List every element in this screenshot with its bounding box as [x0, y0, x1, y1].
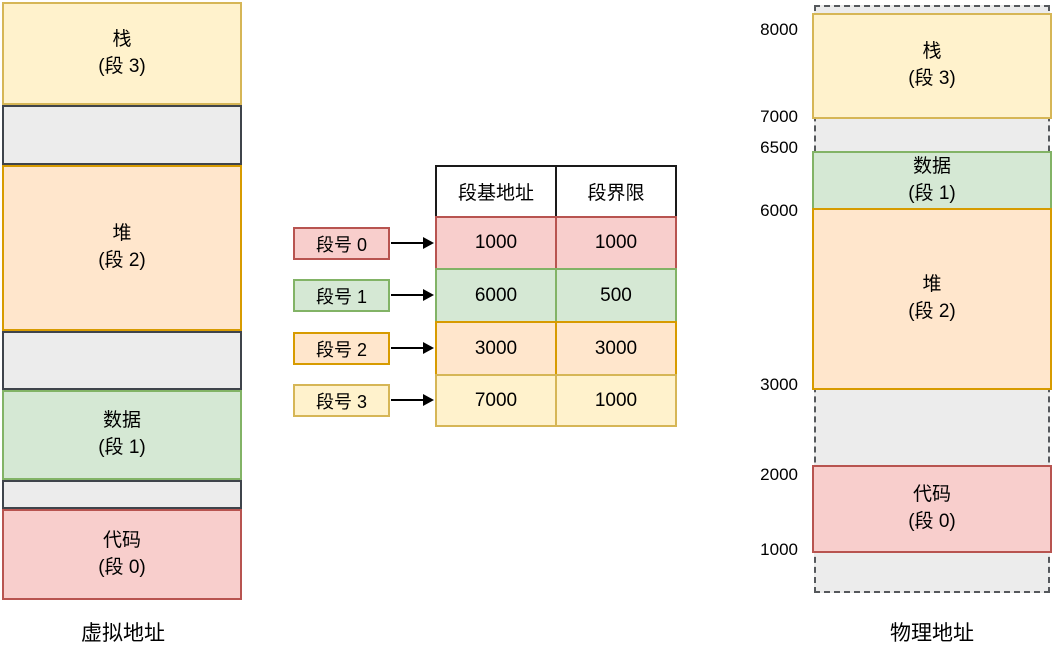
virtual-segment-data: 数据 (段 1): [2, 390, 242, 480]
base-cell: 7000: [435, 374, 557, 427]
segment-name: 栈: [112, 28, 132, 50]
segment-table-row: 6000 500: [435, 268, 677, 323]
limit-cell: 1000: [555, 216, 677, 270]
arrowhead-icon: [423, 237, 434, 249]
segment-number: (段 3): [98, 55, 146, 77]
arrowhead-icon: [423, 289, 434, 301]
physical-segment-data: 数据 (段 1): [812, 151, 1052, 210]
address-label-6500: 6500: [760, 138, 798, 157]
arrowhead-icon: [423, 342, 434, 354]
segment-number-label-1: 段号 1: [293, 279, 390, 312]
segment-number: (段 0): [98, 556, 146, 578]
header-cell-base: 段基地址: [435, 165, 557, 218]
header-cell-limit: 段界限: [555, 165, 677, 218]
arrow-line: [391, 294, 424, 296]
virtual-unused-gap: [2, 331, 242, 390]
virtual-address-caption: 虚拟地址: [81, 622, 165, 645]
address-label-1000: 1000: [760, 540, 798, 559]
arrow-line: [391, 399, 424, 401]
segment-name: 堆: [922, 274, 942, 296]
segment-table-row: 7000 1000: [435, 374, 677, 427]
segment-number: (段 0): [908, 511, 956, 532]
segment-number: (段 2): [98, 250, 146, 271]
address-label-3000: 3000: [760, 375, 798, 394]
segment-number: (段 1): [98, 437, 146, 458]
segment-name: 数据: [102, 410, 141, 432]
limit-cell: 1000: [555, 374, 677, 427]
segment-number-label-2: 段号 2: [293, 332, 390, 365]
segment-name: 堆: [112, 223, 132, 245]
segment-table-row: 3000 3000: [435, 321, 677, 376]
physical-segment-code: 代码 (段 0): [812, 465, 1052, 553]
segment-name: 栈: [922, 41, 942, 63]
segment-name: 数据: [912, 155, 951, 177]
base-cell: 1000: [435, 216, 557, 270]
address-label-7000: 7000: [760, 107, 798, 126]
physical-segment-stack: 栈 (段 3): [812, 13, 1052, 119]
address-label-8000: 8000: [760, 20, 798, 39]
segment-table-header-row: 段基地址 段界限: [435, 165, 677, 218]
physical-address-caption: 物理地址: [890, 622, 974, 645]
virtual-unused-gap: [2, 105, 242, 165]
physical-segment-heap: 堆 (段 2): [812, 208, 1052, 390]
segment-number: (段 1): [908, 182, 956, 204]
segment-number-label-0: 段号 0: [293, 227, 390, 260]
segment-name: 代码: [912, 484, 951, 506]
limit-cell: 3000: [555, 321, 677, 376]
virtual-segment-stack: 栈 (段 3): [2, 2, 242, 105]
base-cell: 3000: [435, 321, 557, 376]
virtual-segment-code: 代码 (段 0): [2, 509, 242, 600]
arrow-line: [391, 242, 424, 244]
base-cell: 6000: [435, 268, 557, 323]
virtual-segment-heap: 堆 (段 2): [2, 165, 242, 331]
address-label-6000: 6000: [760, 201, 798, 220]
segment-table-row: 1000 1000: [435, 216, 677, 270]
address-label-2000: 2000: [760, 465, 798, 484]
segment-number: (段 2): [908, 301, 956, 322]
segment-number-label-3: 段号 3: [293, 384, 390, 417]
virtual-unused-gap: [2, 480, 242, 509]
arrow-line: [391, 347, 424, 349]
segment-name: 代码: [102, 529, 141, 551]
segment-number: (段 3): [908, 68, 956, 89]
arrowhead-icon: [423, 394, 434, 406]
limit-cell: 500: [555, 268, 677, 323]
